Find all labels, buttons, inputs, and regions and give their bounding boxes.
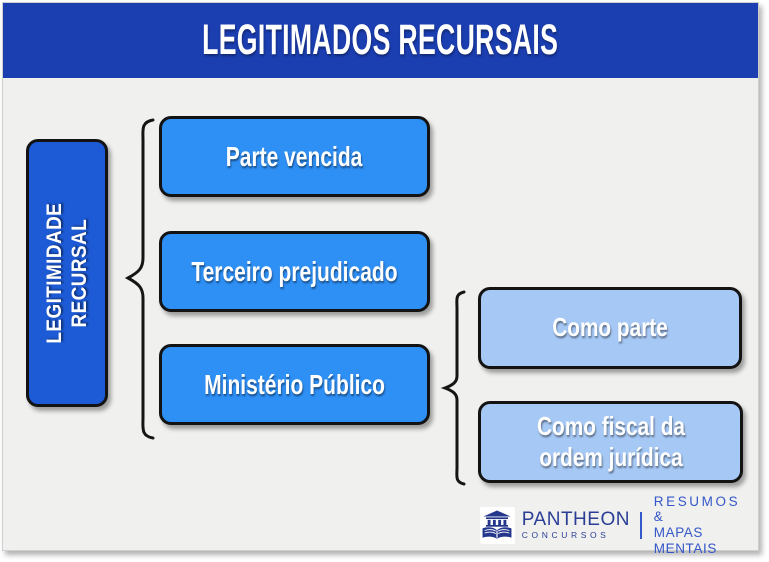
brand-name: PANTHEON: [521, 509, 630, 531]
logo-divider: [639, 511, 642, 539]
pantheon-logo: PANTHEON CONCURSOS RESUMOS & MAPAS MENTA…: [480, 494, 758, 556]
node-parte-vencida: Parte vencida: [159, 116, 430, 197]
root-label-line2: RECURSAL: [68, 218, 91, 328]
brand-subtitle: CONCURSOS: [521, 530, 610, 541]
header-bar: LEGITIMADOS RECURSAIS: [3, 3, 758, 78]
node-terceiro-prejudicado-label: Terceiro prejudicado: [191, 255, 398, 287]
node-ministerio-publico: Ministério Público: [159, 344, 430, 425]
node-ministerio-publico-label: Ministério Público: [204, 368, 385, 400]
node-parte-vencida-label: Parte vencida: [226, 140, 363, 172]
node-como-fiscal: Como fiscal da ordem jurídica: [478, 401, 743, 483]
node-terceiro-prejudicado: Terceiro prejudicado: [159, 231, 430, 312]
left-brace-icon: [124, 118, 155, 440]
tagline-line2: MAPAS MENTAIS: [653, 525, 717, 556]
pantheon-logo-icon: [480, 506, 515, 544]
page-title: LEGITIMADOS RECURSAIS: [202, 16, 559, 64]
brand-block: PANTHEON CONCURSOS: [522, 510, 630, 540]
node-como-fiscal-label: Como fiscal da ordem jurídica: [536, 410, 685, 472]
tagline-block: RESUMOS & MAPAS MENTAIS: [654, 494, 758, 556]
node-como-parte: Como parte: [478, 287, 742, 369]
tagline-line1: RESUMOS &: [653, 493, 741, 525]
root-label-line1: LEGITIMIDADE: [42, 202, 66, 344]
right-brace-icon: [440, 290, 466, 486]
node-como-parte-label: Como parte: [552, 312, 668, 343]
